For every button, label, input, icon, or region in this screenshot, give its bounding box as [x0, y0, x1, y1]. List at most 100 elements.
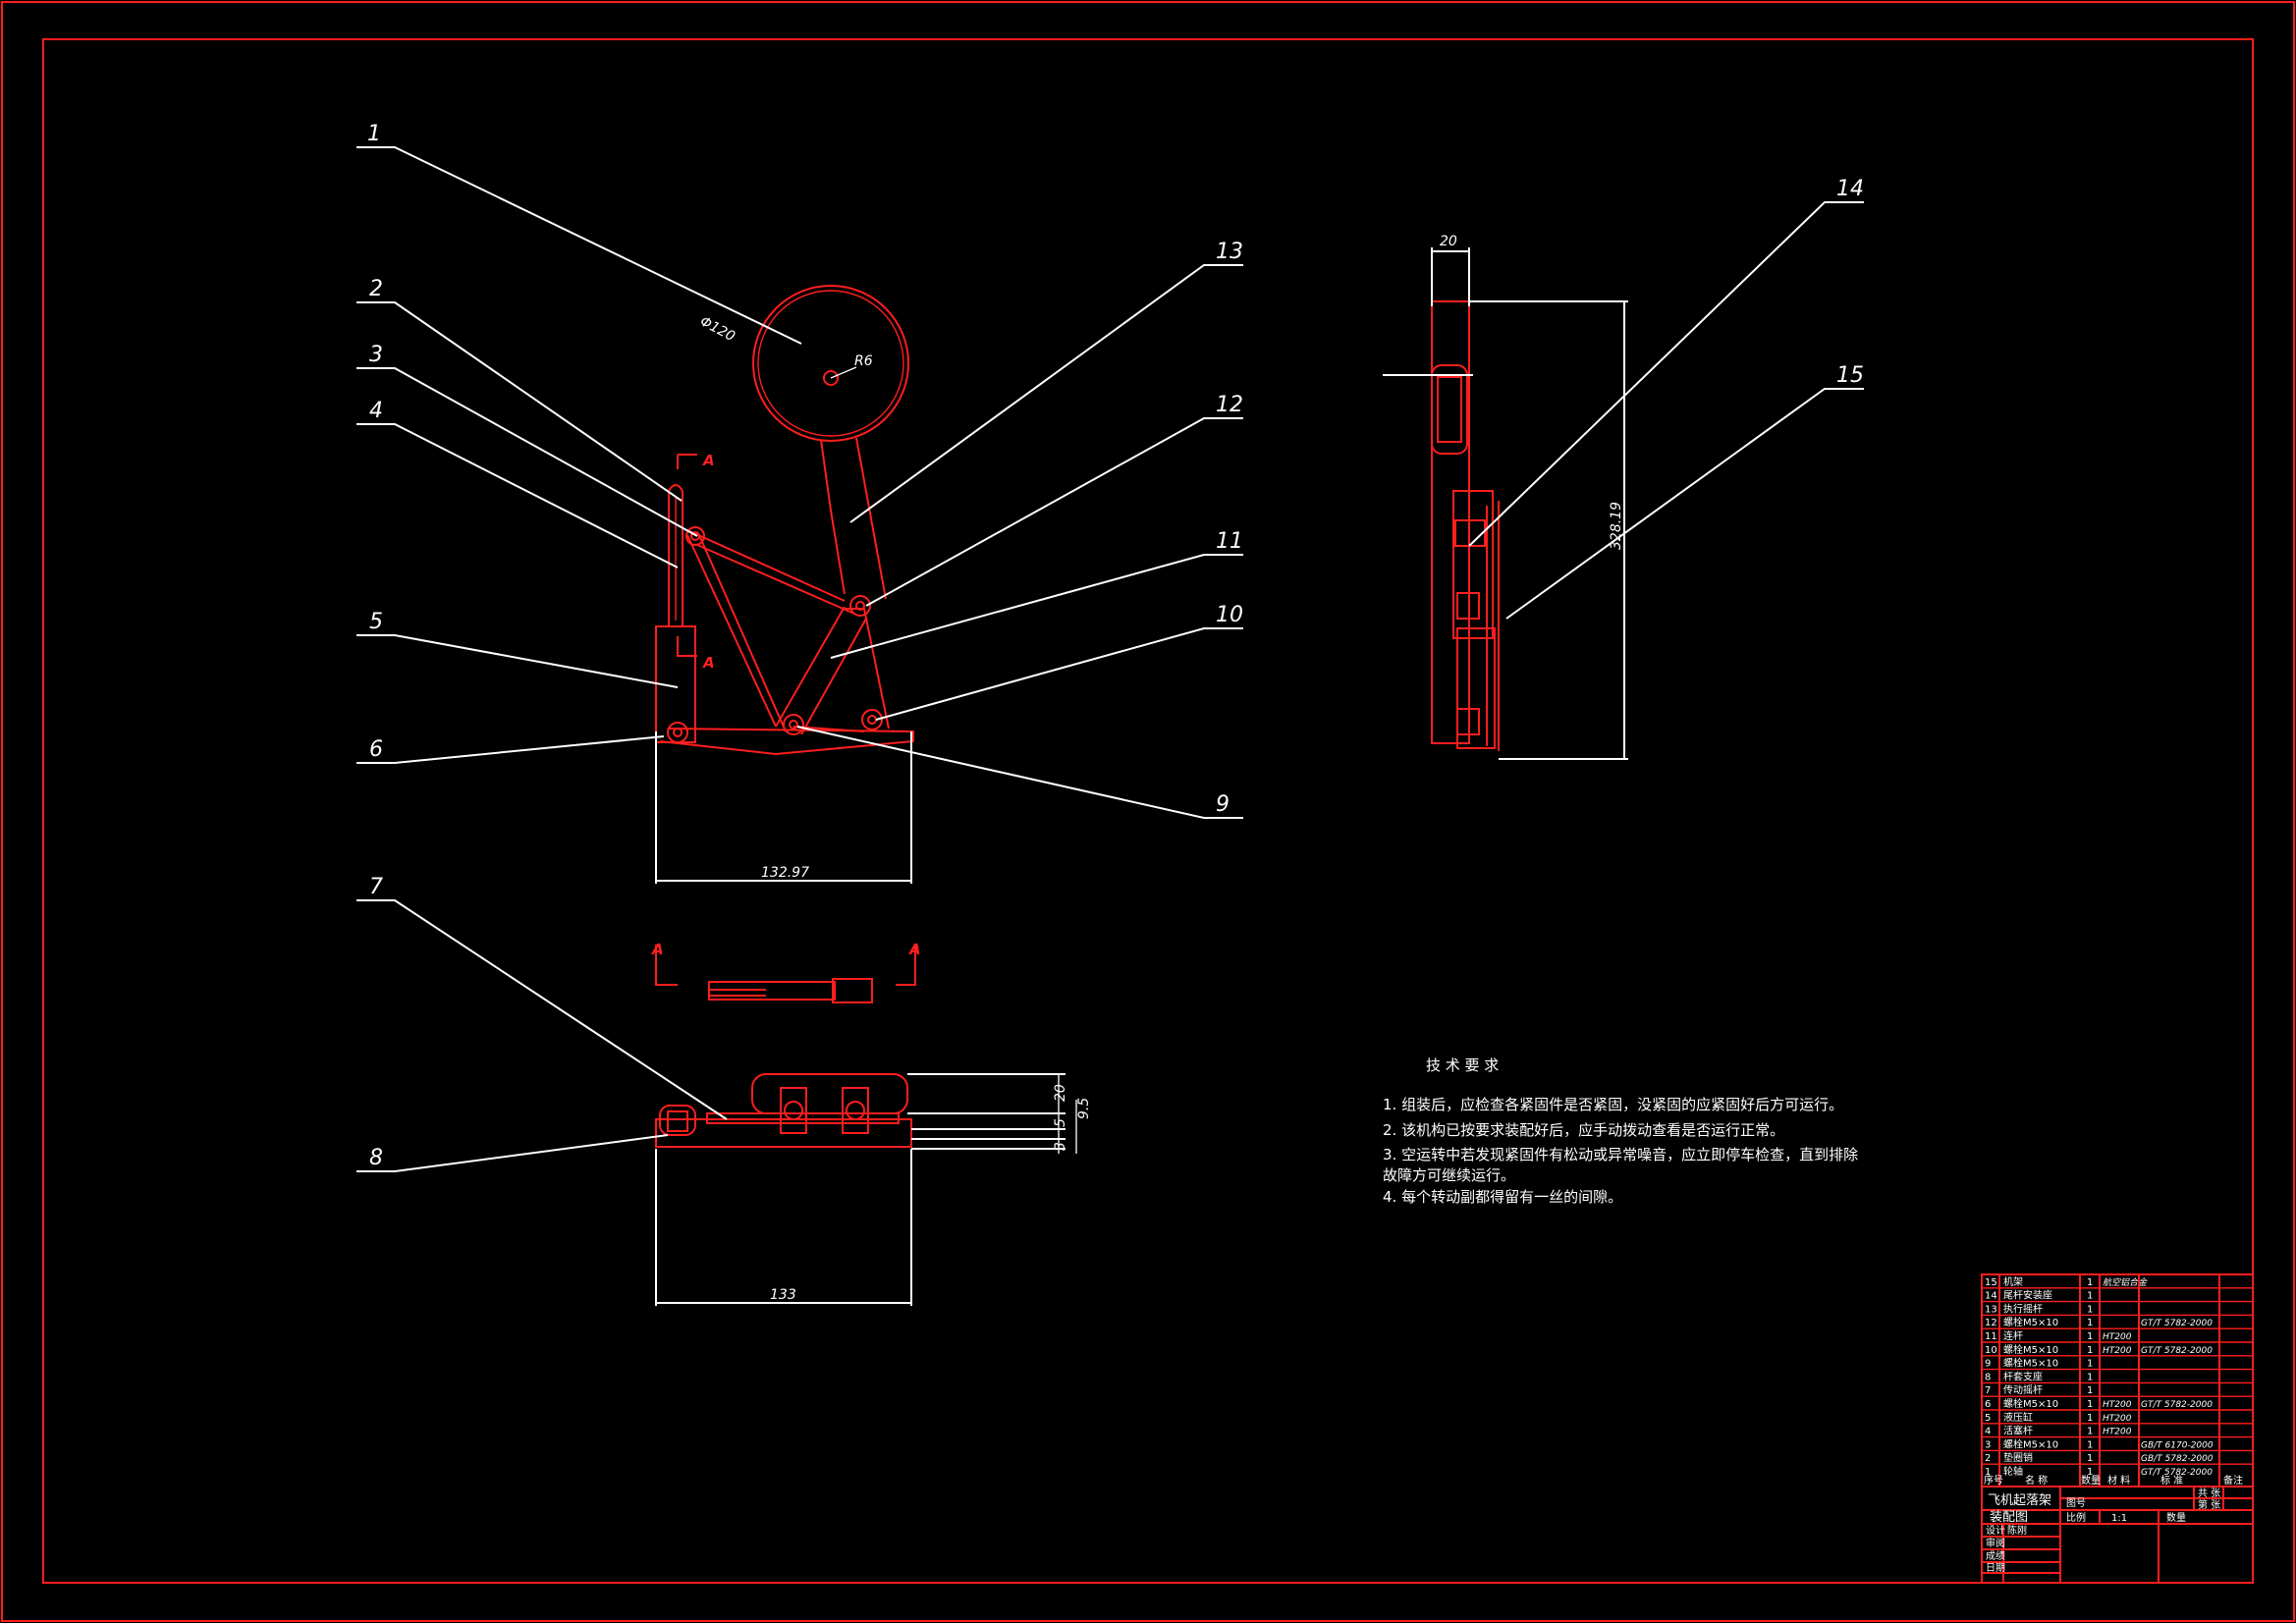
tech-requirements: 技 术 要 求 1. 组装后，应检查各紧固件是否紧固，没紧固的应紧固好后方可运行… [1383, 1056, 1858, 1206]
part-standard: GT/T 5782-2000 [2141, 1319, 2213, 1328]
part-qty: 1 [2087, 1318, 2093, 1328]
part-standard: GT/T 5782-2000 [2141, 1400, 2213, 1410]
balloon-15: 15 [1836, 363, 1864, 388]
part-material: HT200 [2103, 1400, 2132, 1410]
part-qty: 1 [2087, 1359, 2093, 1370]
part-material: HT200 [2103, 1428, 2132, 1437]
header-remark: 备注 [2223, 1474, 2243, 1487]
header-standard: 标 准 [2160, 1475, 2183, 1487]
section-mark-a-right: A [908, 941, 921, 958]
part-no: 3 [1985, 1439, 1991, 1450]
part-no: 13 [1985, 1304, 1997, 1315]
part-no: 9 [1985, 1359, 1991, 1370]
balloon-3: 3 [369, 343, 383, 367]
part-qty: 1 [2087, 1345, 2093, 1356]
part-name: 轮轴 [2003, 1465, 2023, 1478]
dim-side-height: 328.19 [1609, 502, 1624, 550]
tech-item-1: 1. 组装后，应检查各紧固件是否紧固，没紧固的应紧固好后方可运行。 [1383, 1096, 1843, 1113]
wheel-outer [752, 285, 909, 442]
part-name: 螺栓M5×10 [2003, 1397, 2058, 1410]
balloon-labels: 1 2 3 4 5 6 7 8 9 10 11 12 13 14 15 [367, 122, 1864, 1170]
section-mark-a-left: A [651, 941, 664, 958]
joint-6 [667, 722, 688, 743]
part-name: 传动摇杆 [2003, 1383, 2043, 1396]
bearing-end [659, 1105, 696, 1136]
part-name: 连杆 [2003, 1329, 2023, 1342]
tech-item-3b: 故障方可继续运行。 [1383, 1166, 1515, 1184]
balloon-12: 12 [1216, 393, 1243, 417]
balloon-11: 11 [1216, 529, 1243, 554]
wheel-axle [823, 370, 839, 386]
balloon-6: 6 [369, 737, 383, 762]
part-standard: GT/T 5782-2000 [2141, 1468, 2213, 1478]
title-block: 飞机起落架 装配图 图号 共 张 第 张 比例 1:1 数量 设计 陈刚 审阅 … [1982, 1487, 2253, 1583]
part-name: 液压缸 [2003, 1411, 2033, 1424]
dim-side-width: 20 [1440, 234, 1457, 249]
joint-3 [685, 526, 705, 546]
joint-9 [783, 714, 804, 735]
side-view: 20 328.19 [1383, 234, 1628, 760]
balloon-9: 9 [1216, 792, 1230, 817]
part-qty: 1 [2087, 1385, 2093, 1396]
bearing-right [842, 1087, 869, 1134]
part-name: 执行摇杆 [2003, 1302, 2043, 1315]
tech-item-3: 3. 空运转中若发现紧固件有松动或异常噪音，应立即停车检查，直到排除 [1383, 1146, 1858, 1163]
designer-name: 陈刚 [2007, 1524, 2027, 1537]
sheets-total: 共 张 [2198, 1488, 2220, 1499]
part-qty: 1 [2087, 1439, 2093, 1450]
balloon-1: 1 [367, 122, 381, 146]
part-name: 螺栓M5×10 [2003, 1437, 2058, 1450]
balloon-13: 13 [1216, 240, 1243, 264]
joint-12 [849, 595, 871, 617]
part-qty: 1 [2087, 1399, 2093, 1410]
balloon-4: 4 [369, 399, 383, 423]
dim-stack-5: 5 [1053, 1118, 1068, 1127]
part-no: 5 [1985, 1413, 1991, 1424]
bearing-left [780, 1087, 807, 1134]
section-view-aa: A A [651, 941, 921, 1003]
grade-label: 成绩 [1986, 1549, 2005, 1562]
balloon-8: 8 [369, 1146, 383, 1170]
part-material: 航空铝合金 [2103, 1277, 2148, 1288]
part-material: HT200 [2103, 1414, 2132, 1424]
balloon-7: 7 [369, 875, 383, 899]
part-qty: 1 [2087, 1331, 2093, 1342]
part-no: 8 [1985, 1372, 1991, 1382]
part-qty: 1 [2087, 1427, 2093, 1437]
part-no: 7 [1985, 1385, 1991, 1396]
part-no: 10 [1985, 1345, 1997, 1356]
part-no: 15 [1985, 1277, 1997, 1288]
drawing-title-1: 飞机起落架 [1988, 1493, 2051, 1508]
header-no: 序号 [1984, 1474, 2003, 1487]
part-qty: 1 [2087, 1291, 2093, 1302]
scale-label: 比例 [2066, 1511, 2086, 1524]
section-mark-a-top: A [702, 452, 715, 469]
designer-label: 设计 [1986, 1524, 2005, 1537]
part-name: 杆套支座 [2003, 1370, 2043, 1382]
tech-item-4: 4. 每个转动副都得留有一丝的间隙。 [1383, 1188, 1622, 1206]
part-no: 6 [1985, 1399, 1991, 1410]
dim-stack-20: 20 [1053, 1084, 1068, 1102]
part-material: HT200 [2103, 1332, 2132, 1342]
joint-10 [861, 709, 883, 730]
part-name: 机架 [2003, 1275, 2023, 1288]
part-no: 11 [1985, 1331, 1997, 1342]
part-standard: GB/T 5782-2000 [2141, 1454, 2214, 1464]
part-no: 12 [1985, 1318, 1997, 1328]
bottom-view: 20 5 9.5 3 133 [655, 1073, 1092, 1306]
balloon-5: 5 [369, 610, 383, 634]
drawing-title-2: 装配图 [1990, 1510, 2028, 1525]
part-qty: 1 [2087, 1453, 2093, 1464]
part-name: 螺栓M5×10 [2003, 1357, 2058, 1370]
header-material: 材 料 [2107, 1474, 2130, 1487]
part-standard: GT/T 5782-2000 [2141, 1346, 2213, 1356]
dim-stack-3: 3 [1053, 1142, 1068, 1151]
balloon-14: 14 [1836, 177, 1864, 201]
header-qty: 数量 [2081, 1474, 2101, 1487]
part-name: 螺栓M5×10 [2003, 1316, 2058, 1328]
balloon-10: 10 [1216, 603, 1243, 627]
dim-diameter: Φ120 [697, 313, 738, 345]
section-mark-a-mid: A [702, 654, 715, 672]
wheel-inner [757, 290, 904, 437]
